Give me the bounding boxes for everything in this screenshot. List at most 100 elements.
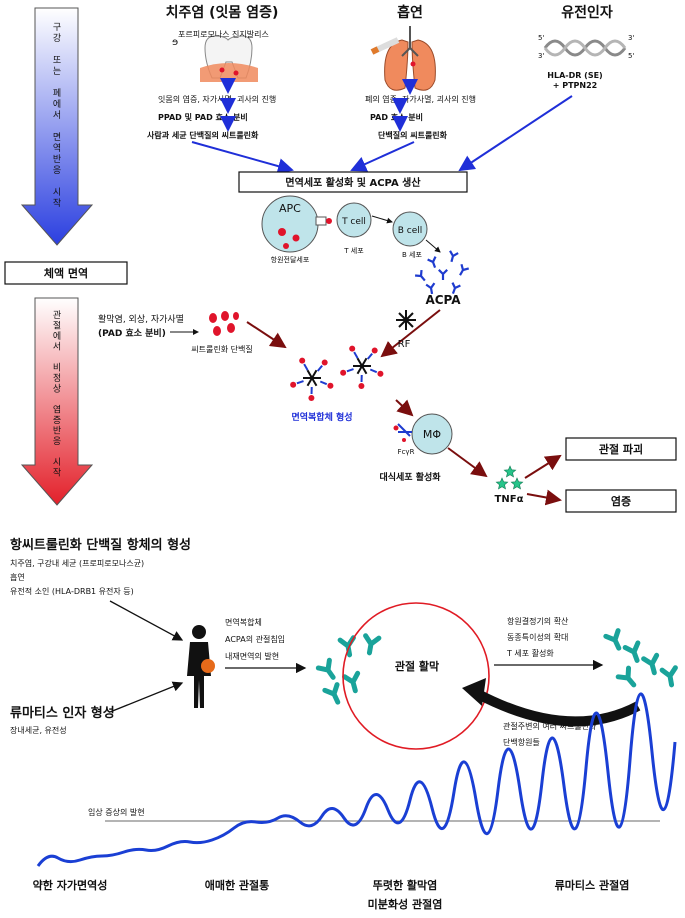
gene-ptpn22: + PTPN22 bbox=[553, 81, 598, 90]
synovium-circle bbox=[342, 602, 490, 750]
cigarette-icon bbox=[370, 37, 400, 55]
macrophage-activation-label: 대식세포 활성화 bbox=[379, 471, 441, 483]
humoral-immunity-label: 체액 면역 bbox=[44, 266, 88, 280]
joint-destruction-label: 관절 파괴 bbox=[599, 442, 643, 456]
acpa-antibody bbox=[427, 256, 437, 269]
immune-complex-label: 면역복합체 형성 bbox=[291, 411, 352, 423]
svg-text:3': 3' bbox=[538, 52, 544, 60]
person-note-3: 내재면역의 발현 bbox=[225, 651, 279, 661]
immune-complexes bbox=[290, 345, 384, 401]
feedback-arrow bbox=[462, 678, 641, 727]
stage-3: 뚜렷한 활막염 bbox=[373, 878, 438, 892]
joint-destruction-box bbox=[565, 437, 677, 461]
trigger-line2: (PAD 효소 분비) bbox=[98, 327, 166, 339]
factor-3: 유전적 소인 (HLA-DRB1 유전자 등) bbox=[10, 586, 134, 596]
activation-box bbox=[238, 171, 468, 193]
teal-antibody bbox=[363, 633, 382, 656]
teal-antibody bbox=[659, 665, 678, 688]
rf-factor-1: 장내세균, 유전성 bbox=[10, 725, 67, 735]
humoral-immunity-box bbox=[4, 261, 128, 285]
acpa-antibody bbox=[414, 269, 426, 282]
disease-progression-curve bbox=[36, 692, 677, 867]
right-note-1: 항원결정기의 확산 bbox=[507, 616, 569, 626]
genetic-title: 유전인자 bbox=[561, 4, 613, 21]
apc-caption: 항원전달세포 bbox=[271, 255, 310, 264]
acpa-label: ACPA bbox=[425, 293, 461, 307]
smoking-title: 흡연 bbox=[397, 4, 423, 21]
stage-1: 약한 자가면역성 bbox=[33, 878, 108, 892]
tnf-label: TNFα bbox=[495, 494, 524, 505]
citrullinated-protein-icon bbox=[209, 311, 239, 336]
svg-text:5': 5' bbox=[538, 34, 544, 42]
teal-antibody bbox=[342, 670, 361, 694]
smoking-step1: 폐의 염증, 자가사멸, 괴사의 진행 bbox=[365, 94, 476, 104]
citrullinated-label: 씨트룰린화 단백질 bbox=[191, 344, 252, 354]
person-icon bbox=[187, 625, 211, 708]
b-cell-label: B cell bbox=[398, 226, 423, 236]
immune-complex bbox=[290, 357, 334, 401]
b-cell bbox=[392, 211, 428, 247]
right-note-2: 동종특이성의 확대 bbox=[507, 632, 568, 642]
stage-2: 애매한 관절통 bbox=[205, 878, 270, 892]
acpa-antibody bbox=[459, 263, 470, 276]
t-cell-caption: T 세포 bbox=[343, 246, 364, 255]
macrophage-cell bbox=[411, 413, 453, 455]
dna-icon: 5' 3' 3' 5' bbox=[538, 34, 634, 60]
svg-text:3': 3' bbox=[628, 34, 634, 42]
acpa-antibodies bbox=[414, 250, 470, 295]
acpa-antibody bbox=[449, 250, 459, 263]
teal-antibody bbox=[315, 657, 336, 680]
lungs-icon bbox=[384, 26, 436, 91]
t-cell bbox=[336, 202, 372, 238]
teal-antibody bbox=[622, 640, 641, 663]
stage-4: 미분화성 관절염 bbox=[368, 897, 443, 911]
trigger-line1: 활막염, 외상, 자가사멸 bbox=[98, 313, 184, 325]
inflammation-box bbox=[565, 489, 677, 513]
periodontitis-step1: 잇몸의 염증, 자가사멸, 괴사의 진행 bbox=[158, 94, 276, 104]
lower-note-1: 관절주변의 여러 씨트룰린화 bbox=[503, 721, 597, 731]
periodontitis-step3: 사람과 세균 단백질의 씨트룰린화 bbox=[147, 130, 259, 140]
tooth-icon bbox=[200, 35, 258, 82]
periodontitis-title: 치주염 (잇몸 염증) bbox=[166, 4, 279, 21]
acpa-formation-title: 항씨트룰린화 단백질 항체의 형성 bbox=[10, 537, 191, 553]
threshold-label: 임상 증상의 발현 bbox=[88, 807, 145, 817]
t-cell-label: T cell bbox=[341, 217, 366, 227]
rf-label: RF bbox=[398, 339, 411, 350]
right-note-3: T 세포 활성화 bbox=[506, 648, 554, 658]
person-note-2: ACPA의 관절침입 bbox=[225, 634, 285, 644]
acpa-antibody bbox=[438, 269, 448, 280]
smoking-step3: 단백질의 씨트룰린화 bbox=[378, 130, 448, 140]
apc-label: APC bbox=[279, 202, 301, 215]
ball-icon bbox=[201, 659, 215, 673]
fcyr-label: FcγR bbox=[398, 448, 415, 456]
bacteria-label: 포르피로모나스 진지발리스 bbox=[178, 29, 269, 39]
teal-antibody bbox=[322, 682, 341, 705]
rf-formation-title: 류마티스 인자 형성 bbox=[10, 705, 115, 721]
macrophage-label: MΦ bbox=[423, 428, 441, 441]
svg-text:5': 5' bbox=[628, 52, 634, 60]
immune-complex bbox=[340, 345, 384, 389]
b-cell-caption: B 세포 bbox=[402, 250, 422, 259]
smoking-step2: PAD 효소 분비 bbox=[370, 112, 423, 122]
teal-antibody bbox=[603, 628, 622, 651]
activation-box-label: 면역세포 활성화 및 ACPA 생산 bbox=[285, 176, 421, 189]
person-note-1: 면역복합체 bbox=[225, 617, 262, 627]
factor-1: 치주염, 구강내 세균 (프로피로모나스균) bbox=[10, 558, 144, 568]
rf-icon bbox=[396, 310, 416, 330]
acpa-antibody bbox=[425, 282, 436, 295]
fc-receptor-icon bbox=[393, 423, 412, 442]
lower-note-2: 단백항원들 bbox=[503, 737, 540, 747]
teal-antibody bbox=[337, 635, 356, 658]
teal-antibody bbox=[615, 665, 637, 688]
periodontitis-step2: PPAD 및 PAD 효소 분비 bbox=[158, 112, 248, 122]
bacteria-icon: ɘ bbox=[172, 37, 178, 48]
inflammation-label: 염증 bbox=[611, 495, 631, 508]
synovium-label: 관절 활막 bbox=[395, 659, 439, 673]
tnf-icon bbox=[495, 465, 524, 490]
gene-hla: HLA-DR (SE) bbox=[547, 71, 602, 80]
